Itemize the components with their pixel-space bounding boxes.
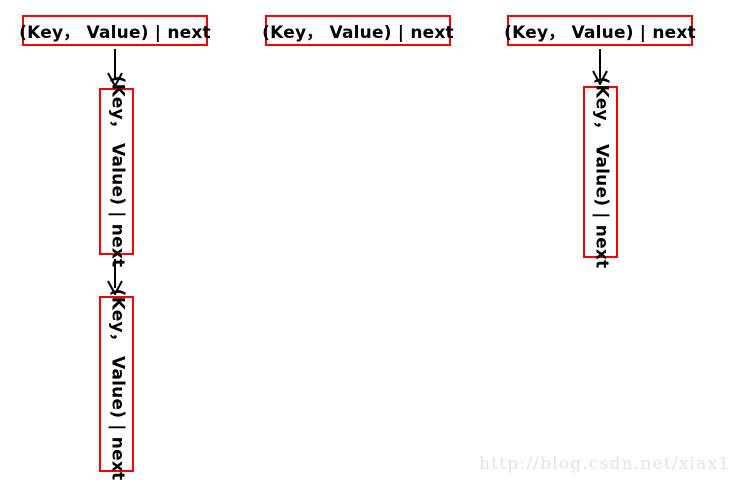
node-bucket1-head[interactable]: (Key， Value) | next xyxy=(262,15,454,46)
node-label: (Key， Value) | next xyxy=(262,23,454,43)
node-label: (Key， Value) | next xyxy=(504,23,696,43)
node-bucket0-item-2[interactable]: (Key， Value) | next xyxy=(99,288,134,480)
node-label: (Key， Value) | next xyxy=(591,76,612,268)
node-bucket2-head[interactable]: (Key， Value) | next xyxy=(504,15,696,46)
arrow-bucket2-head-to-node1 xyxy=(589,49,611,85)
arrow-bucket0-node1-to-node2 xyxy=(104,259,126,295)
node-bucket0-head[interactable]: (Key， Value) | next xyxy=(19,15,211,46)
node-bucket0-item-1[interactable]: (Key， Value) | next xyxy=(99,76,134,267)
watermark-url: http://blog.csdn.net/xiax1 xyxy=(479,454,731,474)
node-bucket2-item-1[interactable]: (Key， Value) | next xyxy=(583,76,618,268)
node-label: (Key， Value) | next xyxy=(19,23,211,43)
node-label: (Key， Value) | next xyxy=(107,288,128,480)
arrow-bucket0-head-to-node1 xyxy=(104,49,126,87)
node-label: (Key， Value) | next xyxy=(107,75,128,268)
